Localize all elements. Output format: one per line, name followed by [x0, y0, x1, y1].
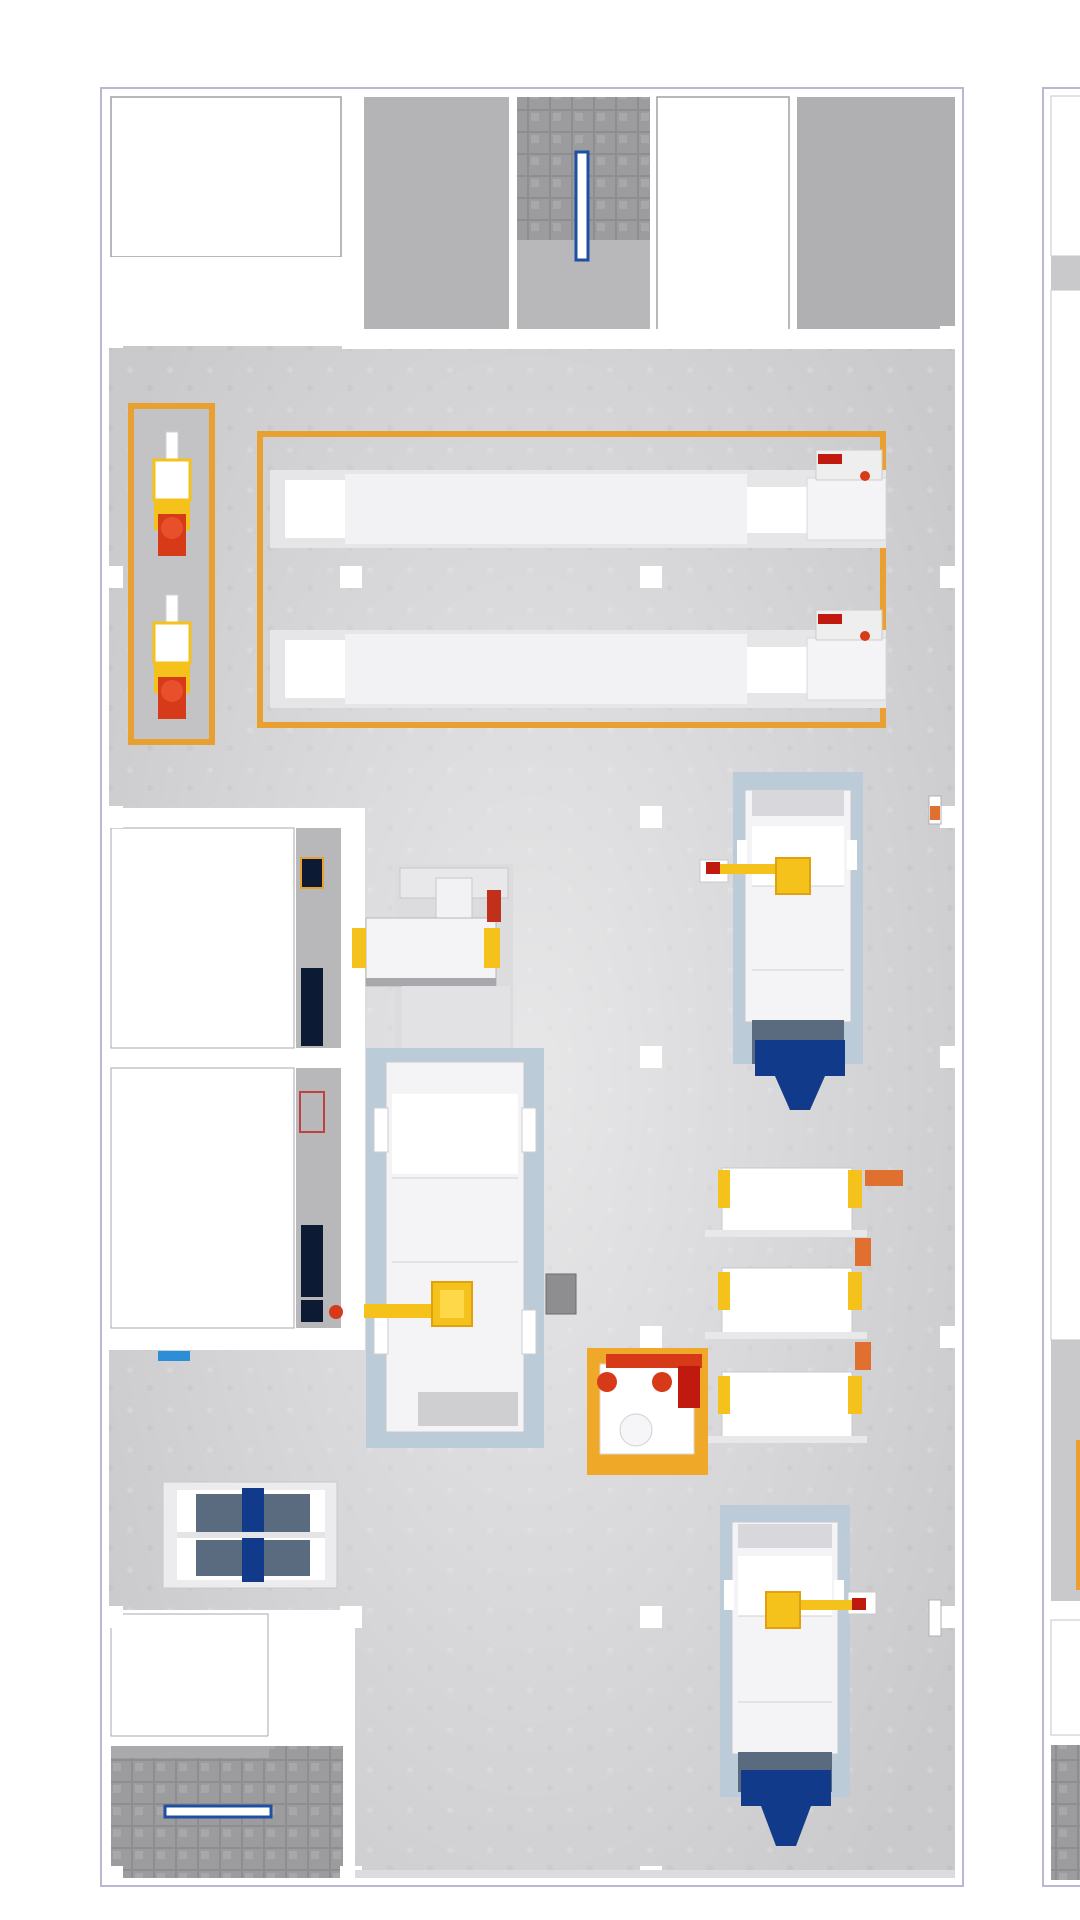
office-room [656, 96, 790, 336]
side-room-upper [110, 827, 295, 1049]
bottom-wall [355, 1870, 955, 1878]
central-processing-machine [329, 864, 577, 1448]
pillar [640, 1046, 662, 1068]
red-equipment [299, 1091, 325, 1133]
dark-panel-4 [301, 1300, 323, 1322]
top-rooms-block [109, 96, 955, 349]
press-line-enclosure [257, 431, 887, 728]
side-room-lower [110, 1067, 295, 1329]
pillar [340, 566, 362, 588]
pillar [640, 1326, 662, 1348]
pillar [109, 326, 123, 348]
pillar [640, 806, 662, 828]
left-wall-details [109, 566, 123, 1878]
robot-column-left [128, 403, 215, 745]
blue-door-marker-bottom [163, 1804, 273, 1819]
orange-robot-cell [587, 1348, 708, 1475]
pillar [640, 566, 662, 588]
dark-panel-3 [301, 1225, 323, 1297]
robot-arm-right-upper [699, 857, 811, 895]
pillar [640, 1606, 662, 1628]
robot-arm-right-lower [765, 1591, 877, 1629]
conveyor-line-2 [270, 609, 887, 708]
dark-panel-2 [301, 968, 323, 1046]
adjacent-plan-edge [1042, 87, 1080, 1887]
stamping-station-1 [705, 1167, 903, 1237]
robot-arm-center [329, 1281, 473, 1327]
machine-cell-right-upper [699, 772, 863, 1110]
stamping-station-2 [705, 1238, 871, 1339]
stamping-station-3 [705, 1342, 871, 1443]
small-room-bottom [110, 1613, 269, 1737]
blue-door-marker [574, 150, 590, 262]
grey-room [797, 97, 955, 335]
robot-unit-1 [152, 431, 192, 556]
machine-cell-right-lower [720, 1505, 877, 1846]
side-rooms-left [109, 808, 365, 1361]
robot-unit-2 [152, 594, 192, 719]
conveyor-line-1 [270, 449, 887, 548]
stamping-stations [705, 1167, 903, 1443]
blue-marker [158, 1351, 190, 1361]
concrete-room [364, 97, 509, 329]
dual-press-unit [162, 1481, 338, 1589]
dark-panel-1 [300, 857, 324, 889]
storage-room [110, 96, 342, 258]
pillar [340, 1606, 362, 1628]
bottom-left-rooms [109, 1610, 355, 1878]
right-wall-details [928, 326, 956, 1637]
grey-box [545, 1273, 577, 1315]
